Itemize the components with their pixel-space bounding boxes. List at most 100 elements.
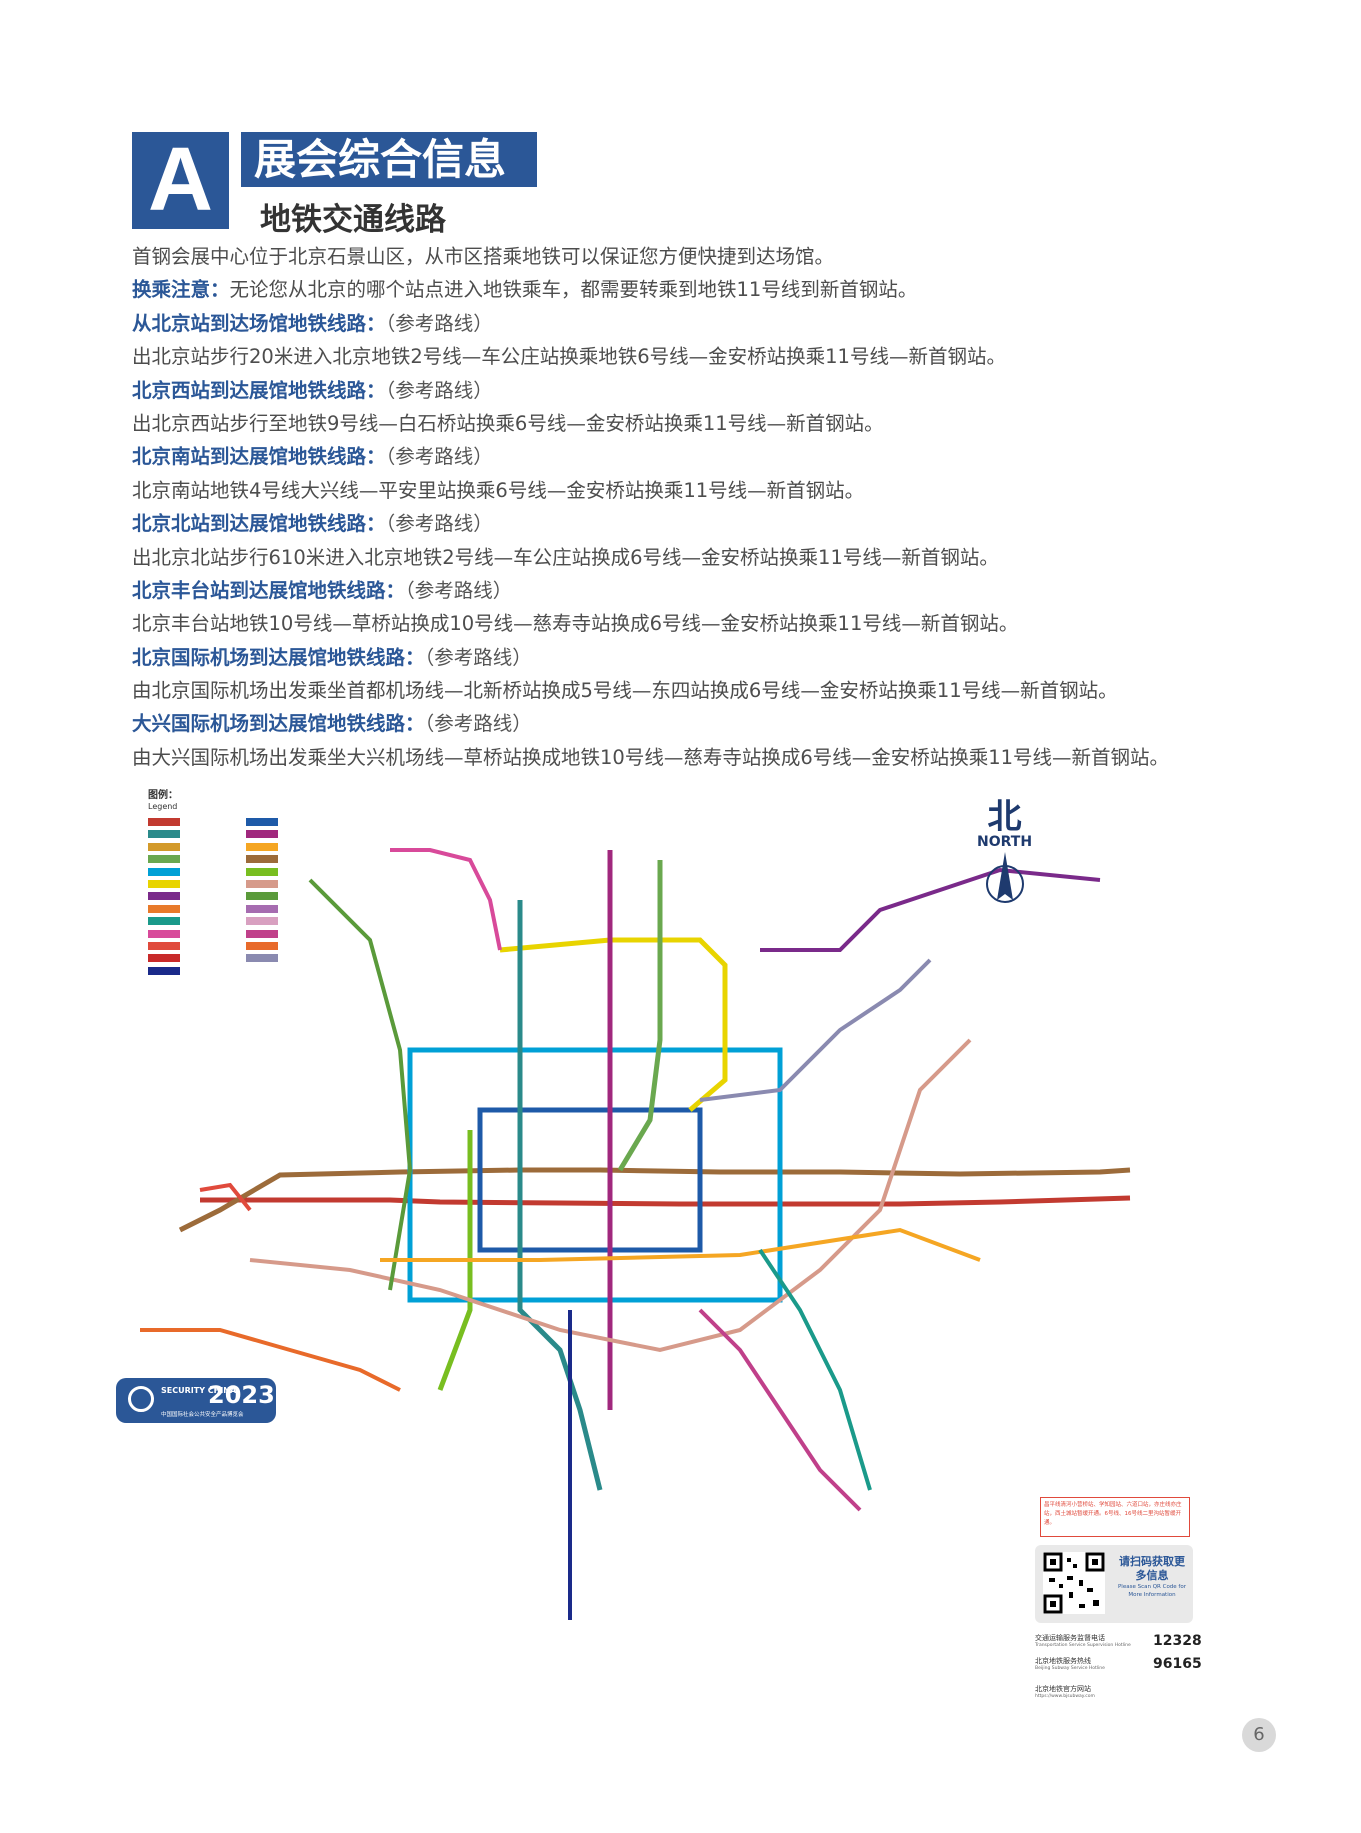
route-heading: 北京西站到达展馆地铁线路：（参考路线） <box>132 374 1232 407</box>
legend-item <box>148 954 184 963</box>
legend-swatch <box>148 942 180 950</box>
line-16 <box>308 878 413 1291</box>
legend-item <box>148 867 184 876</box>
legend-swatch <box>148 855 180 864</box>
line-2 <box>477 1107 703 1253</box>
badge-year: 2023 <box>208 1381 275 1409</box>
subway-map: 图例：Legend <box>116 790 1205 1730</box>
transfer-note-text: 无论您从北京的哪个站点进入地铁乘车，都需要转乘到地铁11号线到新首钢站。 <box>229 278 918 302</box>
badge-name: SECURITY CHINA <box>161 1386 237 1395</box>
line-1 <box>200 1195 1131 1207</box>
security-china-logo <box>128 1386 154 1412</box>
qr-panel: 请扫码获取更多信息 Please Scan QR Code for More I… <box>1035 1545 1193 1623</box>
legend-item <box>148 904 184 913</box>
legend-item <box>148 818 184 826</box>
line-9 <box>437 1130 473 1391</box>
line-13 <box>499 937 728 1112</box>
route-text: 北京丰台站地铁10号线—草桥站换成10号线—慈寿寺站换成6号线—金安桥站换乘11… <box>132 612 1019 636</box>
legend-swatch <box>148 842 180 851</box>
legend-swatch <box>246 842 278 851</box>
line-4 <box>517 900 603 1491</box>
route-text: 北京南站地铁4号线大兴线—平安里站换乘6号线—金安桥站换乘11号线—新首钢站。 <box>132 478 865 502</box>
legend-swatch <box>246 954 278 963</box>
route-heading: 北京丰台站到达展馆地铁线路：（参考路线） <box>132 574 1232 607</box>
hotline-number: 96165 <box>1153 1656 1202 1672</box>
page-number: 6 <box>1242 1718 1276 1752</box>
route-title: 北京北站到达展馆地铁线路： <box>132 512 386 536</box>
route-title: 大兴国际机场到达展馆地铁线路： <box>132 712 425 736</box>
route-text: 出北京北站步行610米进入北京地铁2号线—车公庄站换成6号线—金安桥站换乘11号… <box>132 545 999 569</box>
legend-swatch <box>148 917 180 926</box>
north-cn: 北 <box>987 797 1022 837</box>
hotline-label: 北京地铁服务热线 <box>1035 1657 1091 1665</box>
line-fangshan <box>140 1328 401 1392</box>
line-changping <box>390 848 502 951</box>
qr-subtitle: Please Scan QR Code for More Information <box>1117 1584 1186 1598</box>
legend-swatch <box>246 904 278 913</box>
badge-cn: 中国国际社会公共安全产品博览会 <box>161 1412 244 1418</box>
legend-item <box>246 880 282 888</box>
route-title: 北京国际机场到达展馆地铁线路： <box>132 645 425 669</box>
line-8 <box>617 860 663 1172</box>
route-heading: 从北京站到达场馆地铁线路：（参考路线） <box>132 307 1232 340</box>
legend-item <box>148 966 184 975</box>
page-subtitle: 地铁交通线路 <box>260 202 446 238</box>
route-ref: （参考路线） <box>385 378 493 402</box>
legend-item <box>148 942 184 950</box>
route-ref: （参考路线） <box>424 712 532 736</box>
legend-title: 图例：Legend <box>148 790 178 812</box>
route-ref: （参考路线） <box>405 578 513 602</box>
legend-item <box>246 830 282 839</box>
legend-item <box>246 855 282 864</box>
website-url[interactable]: https://www.bjsubway.com <box>1035 1694 1095 1699</box>
legend-swatch <box>148 880 180 888</box>
qr-text: 请扫码获取更多信息 Please Scan QR Code for More I… <box>1115 1555 1189 1599</box>
legend-title-en: Legend <box>148 802 178 811</box>
legend-swatch <box>246 917 278 926</box>
legend-item <box>246 892 282 901</box>
legend-item <box>148 842 184 851</box>
line-yizhuang <box>698 1308 862 1512</box>
legend-swatch <box>148 929 180 938</box>
section-letter: A <box>148 130 213 230</box>
legend-swatch <box>148 966 180 975</box>
compass-arrow-icon <box>985 852 1024 903</box>
hotline-website: 北京地铁官方网站 https://www.bjsubway.com <box>1035 1684 1095 1699</box>
line-7 <box>380 1227 981 1262</box>
legend-swatch <box>148 867 180 876</box>
route-title: 北京南站到达展馆地铁线路： <box>132 445 386 469</box>
legend-swatch <box>246 929 278 938</box>
subway-lines <box>140 848 1131 1620</box>
legend-item <box>246 867 282 876</box>
security-china-badge: SECURITY CHINA 2023 中国国际社会公共安全产品博览会 <box>116 1378 276 1423</box>
legend-swatch <box>148 830 180 839</box>
hotline-number: 12328 <box>1153 1633 1202 1649</box>
route-ref: （参考路线） <box>424 645 532 669</box>
line-capital-airport <box>699 958 932 1102</box>
legend-item <box>148 855 184 864</box>
hotline-transport: 交通运输服务监督电话 Transportation Service Superv… <box>1035 1633 1202 1649</box>
legend-swatch <box>246 867 278 876</box>
route-content: 首钢会展中心位于北京石景山区，从市区搭乘地铁可以保证您方便快捷到达场馆。 换乘注… <box>132 240 1232 774</box>
transfer-note: 换乘注意：无论您从北京的哪个站点进入地铁乘车，都需要转乘到地铁11号线到新首钢站… <box>132 273 1232 306</box>
qr-code[interactable] <box>1043 1552 1105 1614</box>
hotline-label: 交通运输服务监督电话 <box>1035 1634 1105 1642</box>
legend-item <box>148 917 184 926</box>
legend-swatch <box>246 942 278 950</box>
legend-swatch <box>148 818 180 826</box>
north-indicator: 北 NORTH <box>977 800 1032 912</box>
hotline-sub: Transportation Service Supervision Hotli… <box>1035 1643 1131 1648</box>
legend-swatch <box>246 880 278 888</box>
route-title: 北京西站到达展馆地铁线路： <box>132 378 386 402</box>
route-title: 从北京站到达场馆地铁线路： <box>132 311 386 335</box>
hotline-sub: Beijing Subway Service Hotline <box>1035 1666 1105 1671</box>
transfer-note-label: 换乘注意： <box>132 278 230 302</box>
route-text: 出北京西站步行至地铁9号线—白石桥站换乘6号线—金安桥站换乘11号线—新首钢站。 <box>132 411 884 435</box>
notice-box: 昌平线清河小营桥站、学知园站、六道口站，亦庄线亦庄站，西土城站暂缓开通。6号线、… <box>1040 1497 1190 1537</box>
line-10 <box>407 1047 783 1303</box>
page-title: 展会综合信息 <box>254 135 507 184</box>
route-ref: （参考路线） <box>385 445 493 469</box>
line-14 <box>249 1038 972 1353</box>
hotline-subway: 北京地铁服务热线 Beijing Subway Service Hotline … <box>1035 1656 1202 1672</box>
legend-item <box>246 842 282 851</box>
